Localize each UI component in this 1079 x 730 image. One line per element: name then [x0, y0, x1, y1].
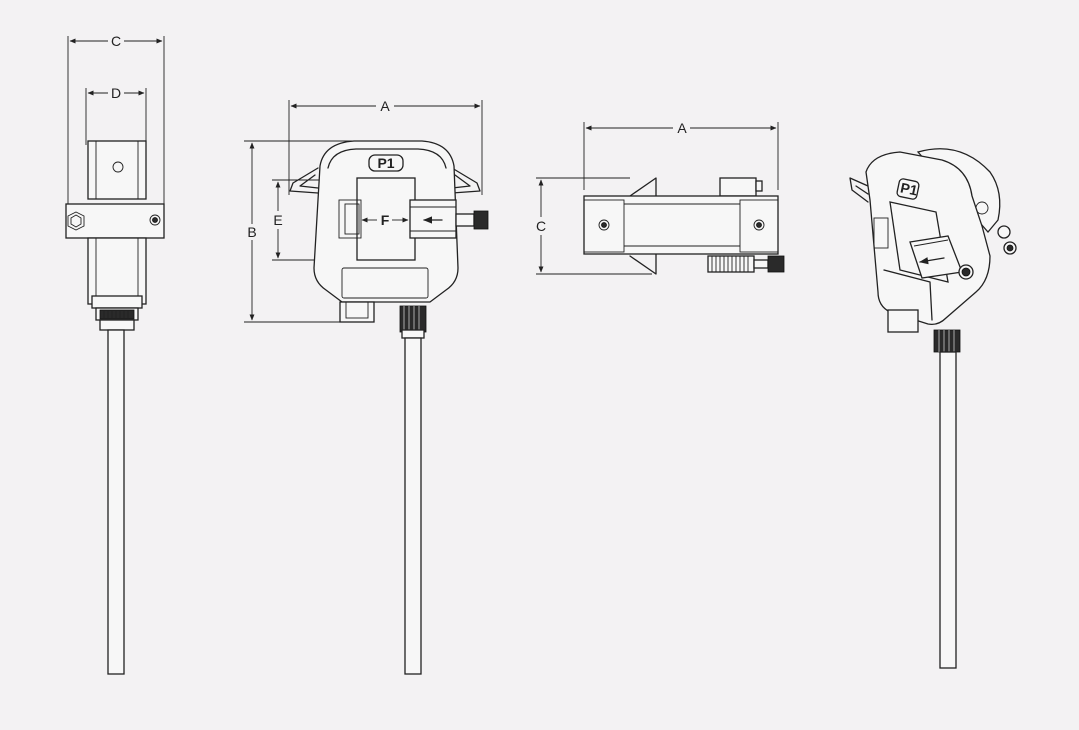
front-view: A B E P1 F [244, 98, 489, 675]
isometric-view: P1 [849, 148, 1017, 669]
side-inner-label: D [111, 85, 121, 101]
front-height-label: B [247, 224, 256, 240]
iso-plate-label: P1 [899, 179, 919, 198]
side-width-label: C [111, 33, 121, 49]
window-width-label: F [381, 212, 390, 228]
top-height-label: C [536, 218, 546, 234]
side-view: C D [65, 33, 165, 675]
front-plate-label: P1 [377, 155, 394, 171]
window-height-label: E [273, 212, 282, 228]
top-view: A C [536, 120, 785, 275]
front-width-label: A [380, 98, 390, 114]
top-width-label: A [677, 120, 687, 136]
